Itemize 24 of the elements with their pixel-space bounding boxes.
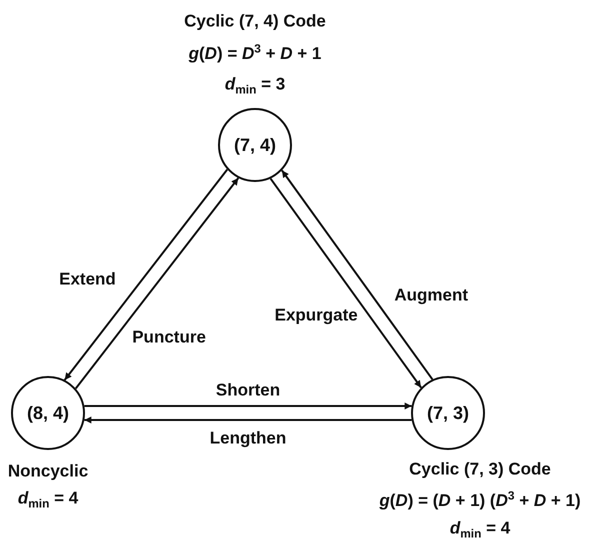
node-label: (8, 4) xyxy=(26,402,69,424)
code-description: g(D) = (D + 1) (D$^{3}$ + D + 1) xyxy=(379,489,581,511)
node-label: (7, 4) xyxy=(234,134,276,156)
edge-label: Puncture xyxy=(132,328,206,348)
code-description: d$_{min}$ = 3 xyxy=(224,75,286,97)
edge-label: Expurgate xyxy=(274,306,358,325)
code-description: d$_{min}$ = 4 xyxy=(18,489,78,511)
code-description: d$_{min}$ = 4 xyxy=(450,519,510,541)
edge-label: Shorten xyxy=(216,382,280,400)
code-description: g(D) = D$^{3}$ + D + 1 xyxy=(188,42,322,64)
node-circle xyxy=(218,108,292,182)
arrow xyxy=(270,178,422,388)
arrow xyxy=(281,170,434,380)
node-label: (7, 3) xyxy=(426,402,469,424)
edge-label: Lengthen xyxy=(210,430,286,448)
arrow xyxy=(74,177,240,390)
code-description: Noncyclic xyxy=(8,462,88,482)
edge-label: Augment xyxy=(394,286,468,305)
code-description: Cyclic (7, 3) Code xyxy=(409,460,551,480)
arrow xyxy=(84,416,412,424)
arrow xyxy=(64,168,228,381)
code-description: Cyclic (7, 4) Code xyxy=(184,12,326,32)
edge-label: Extend xyxy=(59,270,116,290)
arrow xyxy=(84,402,412,410)
